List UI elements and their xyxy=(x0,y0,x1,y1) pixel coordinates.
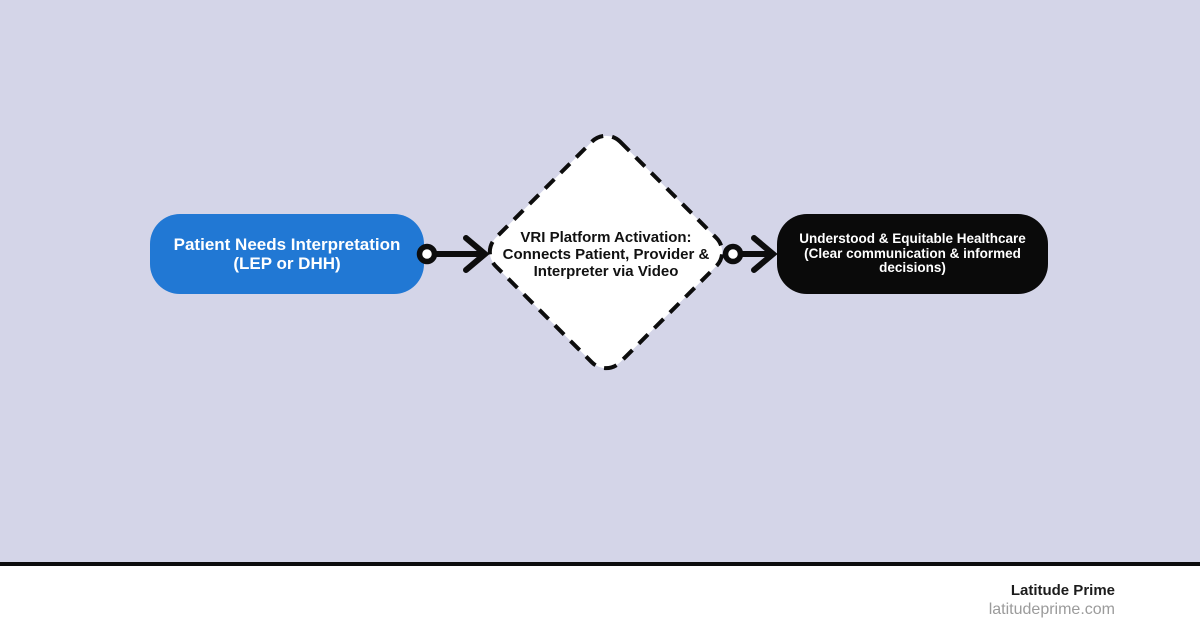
node-vri-activation-label: VRI Platform Activation: Connects Patien… xyxy=(502,229,710,280)
brand-name: Latitude Prime xyxy=(1010,582,1115,599)
node-patient-needs-label: Patient Needs Interpretation (LEP or DHH… xyxy=(173,234,401,273)
arrowhead-icon xyxy=(751,235,778,273)
arrowhead-icon xyxy=(463,235,490,273)
node-equitable-healthcare: Understood & Equitable Healthcare (Clear… xyxy=(777,214,1048,294)
connector-start-to-decision xyxy=(416,235,490,273)
node-equitable-healthcare-label: Understood & Equitable Healthcare (Clear… xyxy=(799,230,1026,276)
footer: Latitude Prime latitudeprime.com xyxy=(0,562,1200,630)
brand-website: latitudeprime.com xyxy=(988,601,1115,618)
connector-dot-icon xyxy=(722,243,744,265)
node-patient-needs: Patient Needs Interpretation (LEP or DHH… xyxy=(150,214,424,294)
connector-decision-to-end xyxy=(722,235,778,273)
